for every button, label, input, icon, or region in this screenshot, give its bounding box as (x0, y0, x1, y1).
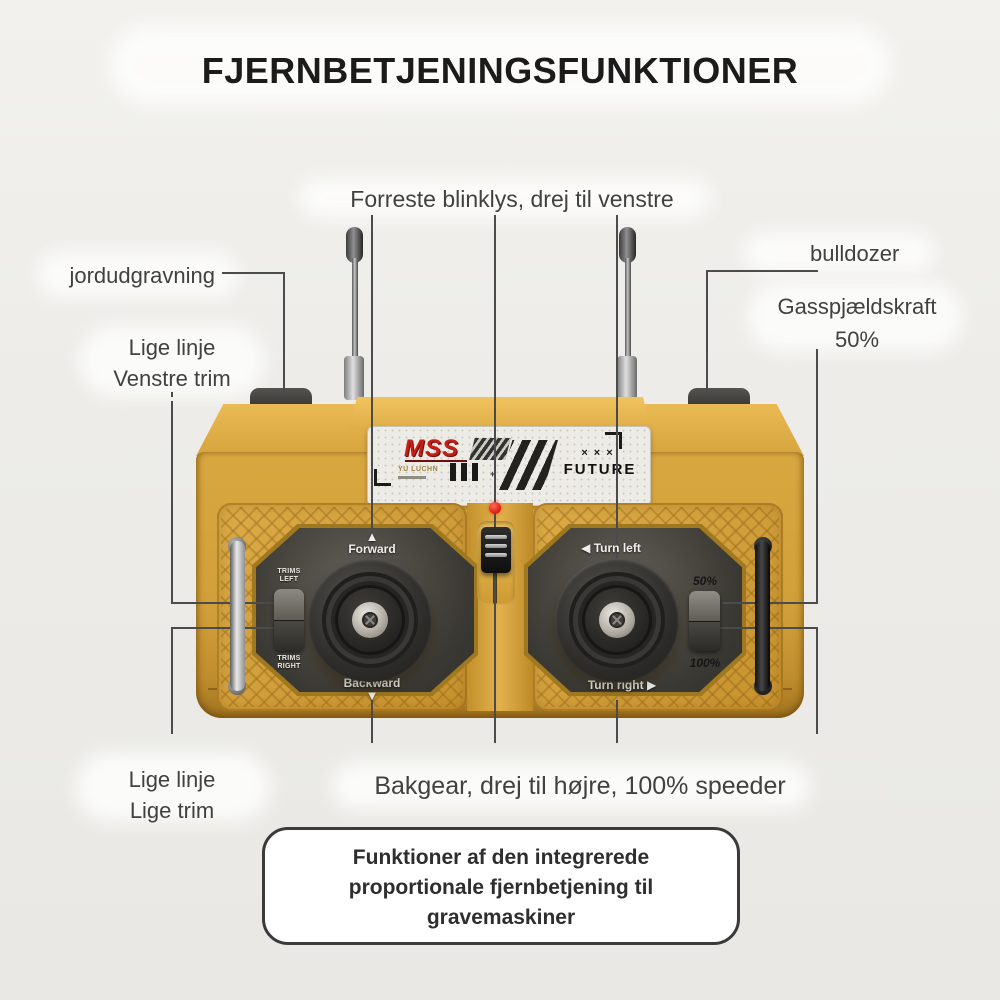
callout-line-bulldozer-v (706, 270, 708, 393)
brand-swoosh-icon (469, 438, 511, 460)
label-straight-left-trim: Lige linje Venstre trim (113, 335, 231, 391)
brand-panel: MSS YU LUCHN + ××× FUTURE (367, 426, 651, 506)
footer-note-box: Funktioner af den integrerede proportion… (262, 827, 740, 945)
trim-switch-upper (274, 589, 304, 620)
joystick-screw (362, 612, 378, 628)
left-arrow-icon: ◀ (581, 541, 591, 555)
footer-line-2: proportionale fjernbetjening til (348, 876, 654, 899)
left-joystick (308, 558, 432, 682)
left-bottom-label-blob (76, 753, 270, 821)
callout-line-trim-left-v (171, 401, 173, 604)
bottom-label-blob (332, 763, 810, 809)
turn-right-label: Turn right ▶ (587, 678, 657, 692)
callout-line-bulldozer-h (706, 270, 818, 272)
antenna-left-cap (346, 227, 363, 263)
trim-left-label: TRIMS LEFT (277, 568, 301, 583)
trim-switch (274, 589, 304, 651)
antenna-right-cap (619, 227, 636, 263)
turn-left-label: ◀ Turn left (581, 541, 641, 555)
speed-100-label: 100% (689, 656, 721, 670)
label-reverse: Bakgear, drej til højre, 100% speeder (374, 772, 786, 800)
callout-line-right-stick-bottom (616, 700, 618, 743)
brand-logo-underline (405, 460, 467, 462)
power-slider-thumb (481, 527, 511, 573)
right-arrow-icon: ▶ (646, 678, 657, 692)
antenna-left-rod (352, 258, 358, 362)
top-label-blob (300, 179, 710, 217)
bulldozer-label-blob (744, 234, 934, 272)
label-excavation: jordudgravning (69, 263, 215, 288)
power-led (489, 502, 501, 514)
label-throttle: Gasspjældskraft 50% (777, 294, 937, 352)
speed-switch-upper (689, 591, 720, 621)
joystick-screw (609, 612, 625, 628)
handle-left (230, 541, 245, 691)
panel-future-text: FUTURE (563, 461, 637, 478)
antenna-left-base (344, 356, 364, 400)
label-front-blinker: Forreste blinklys, drej til venstre (350, 186, 674, 212)
callout-line-throttle-v (816, 349, 818, 604)
plus-mark-icon: + (490, 469, 496, 479)
callout-line-excavation-h (222, 272, 285, 274)
trim-right-label: TRIMS RIGHT (277, 655, 301, 670)
footer-line-1: Funktioner af den integrerede (352, 846, 650, 869)
callout-line-trim-left-h (171, 602, 274, 604)
page-title: FJERNBETJENINGSFUNKTIONER (201, 50, 799, 91)
callout-line-right-stick-top (616, 215, 618, 560)
trim-switch-lower (274, 620, 304, 651)
brand-subtext: YU LUCHN (398, 466, 439, 473)
right-joystick (555, 558, 679, 682)
title-highlight-blob (110, 26, 890, 104)
forward-label: ▲ Forward (312, 529, 432, 556)
signal-bars-icon (450, 463, 484, 481)
callout-line-throttle-h (722, 602, 818, 604)
brand-subtext-line (398, 476, 426, 479)
callout-line-trim-left-dash (171, 392, 173, 397)
panel-xxx-text: ××× (581, 447, 619, 459)
throttle-label-blob (748, 283, 962, 351)
callout-line-trim-right-h (171, 627, 274, 629)
footer-line-3: gravemaskiner (426, 906, 576, 929)
antenna-right-base (617, 356, 637, 400)
handle-right (755, 541, 770, 691)
corner-bracket-top-right-icon (605, 432, 622, 449)
corner-bracket-bottom-left-icon (374, 469, 391, 486)
callout-line-left-stick-top (371, 215, 373, 560)
callout-line-left-stick-bottom (371, 700, 373, 743)
label-straight-straight-trim: Lige linje Lige trim (128, 767, 216, 823)
callout-line-100-v (816, 627, 818, 734)
speed-switch-lower (689, 621, 720, 651)
controller-top-hump (348, 397, 652, 431)
callout-line-excavation-v (283, 272, 285, 396)
callout-line-center (494, 215, 496, 743)
left-mid-label-blob (80, 326, 264, 396)
label-bulldozer: bulldozer (810, 241, 900, 266)
antenna-right-rod (625, 258, 631, 362)
left-label-blob (38, 253, 238, 297)
callout-line-trim-right-v (171, 627, 173, 734)
speed-switch (689, 591, 720, 651)
speed-50-label: 50% (692, 574, 718, 588)
up-arrow-icon: ▲ (365, 529, 379, 544)
brand-logo: MSS (404, 435, 460, 462)
down-arrow-icon: ▼ (365, 688, 379, 703)
